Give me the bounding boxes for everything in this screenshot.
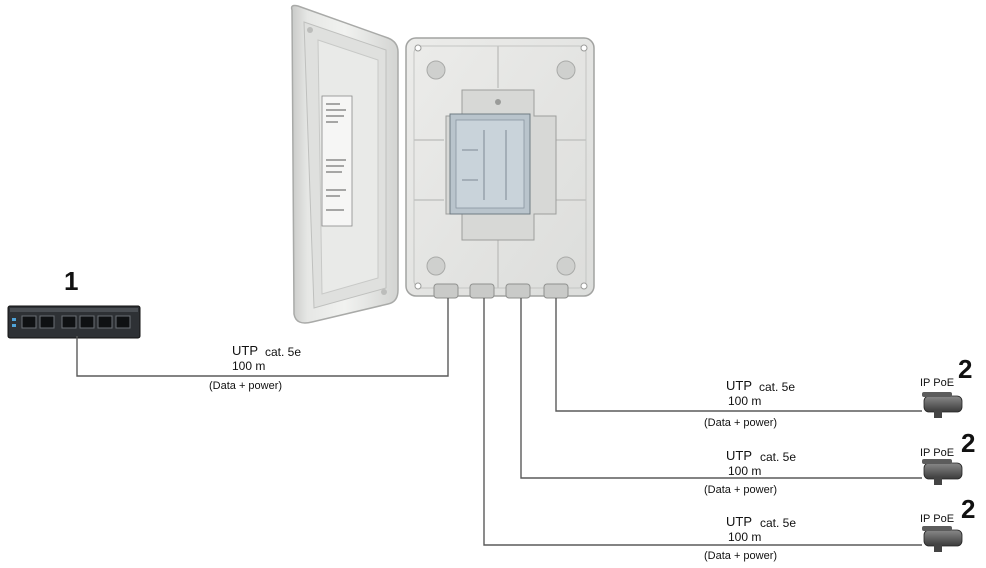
- switch-link-payload: (Data + power): [209, 380, 283, 392]
- camera-3-number-label: 2: [961, 494, 976, 524]
- ip-camera-3: [922, 526, 963, 552]
- cable-camera-2: [520, 298, 922, 479]
- cable-switch: [76, 298, 449, 377]
- camera-3-label: IP PoE: [920, 513, 955, 525]
- camera-link-3-utp: UTP: [726, 514, 752, 529]
- camera-link-2-cat: cat. 5e: [760, 450, 797, 464]
- cable-camera-3: [483, 298, 922, 546]
- camera-link-2-payload: (Data + power): [704, 484, 778, 496]
- camera-link-2-utp: UTP: [726, 448, 752, 463]
- camera-2-label: IP PoE: [920, 447, 955, 459]
- camera-1-number-label: 2: [958, 354, 973, 384]
- camera-link-3-length: 100 m: [728, 530, 762, 544]
- cable-camera-1: [555, 298, 922, 412]
- camera-link-1-utp: UTP: [726, 378, 752, 393]
- camera-link-3-cat: cat. 5e: [760, 516, 797, 530]
- camera-1-label: IP PoE: [920, 377, 955, 389]
- ethernet-switch: [7, 305, 141, 339]
- ip-camera-2: [922, 459, 963, 485]
- switch-link-length: 100 m: [232, 359, 266, 373]
- cables: [76, 298, 922, 546]
- enclosure-box: [405, 37, 595, 299]
- switch-number-label: 1: [64, 266, 79, 296]
- ip-camera-1: [922, 392, 963, 418]
- camera-link-3-payload: (Data + power): [704, 550, 778, 562]
- camera-link-1-payload: (Data + power): [704, 417, 778, 429]
- camera-2-number-label: 2: [961, 428, 976, 458]
- switch-link-utp: UTP: [232, 343, 258, 358]
- camera-link-1-cat: cat. 5e: [759, 380, 796, 394]
- switch-link-cat: cat. 5e: [265, 345, 302, 359]
- enclosure-lid: [290, 4, 399, 324]
- camera-link-1-length: 100 m: [728, 394, 762, 408]
- lid-sticker: [321, 95, 353, 227]
- camera-link-2-length: 100 m: [728, 464, 762, 478]
